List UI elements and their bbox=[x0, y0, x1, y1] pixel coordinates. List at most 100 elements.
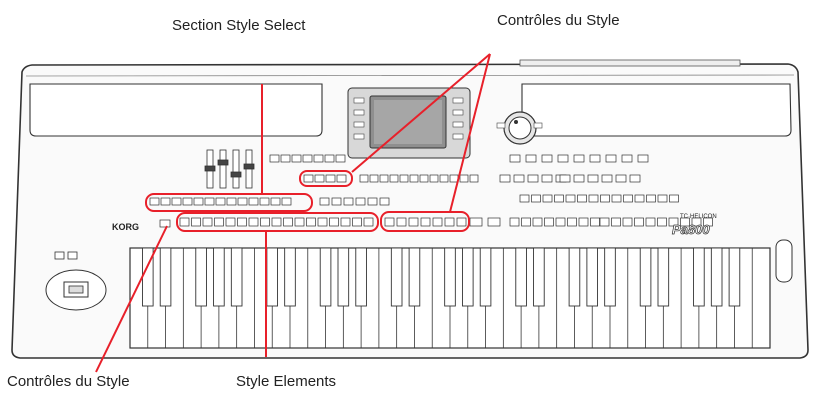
panel-button bbox=[238, 198, 247, 205]
black-key bbox=[285, 248, 296, 306]
panel-button bbox=[500, 175, 510, 182]
panel-button bbox=[526, 155, 536, 162]
panel-button bbox=[344, 198, 353, 205]
black-key bbox=[231, 248, 242, 306]
panel-button bbox=[460, 175, 468, 182]
panel-button bbox=[457, 218, 466, 226]
black-key bbox=[338, 248, 349, 306]
panel-button bbox=[420, 175, 428, 182]
panel-button bbox=[623, 218, 632, 226]
joystick-icon bbox=[46, 270, 106, 310]
panel-button bbox=[304, 175, 313, 182]
black-key bbox=[480, 248, 491, 306]
panel-button bbox=[368, 198, 377, 205]
left-speaker-panel bbox=[30, 84, 322, 136]
panel-button bbox=[421, 218, 430, 226]
black-key bbox=[267, 248, 278, 306]
panel-button bbox=[249, 218, 258, 226]
panel-button bbox=[330, 218, 339, 226]
panel-button bbox=[533, 218, 542, 226]
panel-button bbox=[606, 155, 616, 162]
panel-button bbox=[370, 175, 378, 182]
panel-button bbox=[303, 155, 312, 162]
panel-button bbox=[284, 218, 293, 226]
panel-button bbox=[528, 175, 538, 182]
panel-button bbox=[574, 175, 584, 182]
panel-button bbox=[545, 218, 554, 226]
panel-button bbox=[558, 155, 568, 162]
panel-button bbox=[261, 218, 270, 226]
panel-button bbox=[566, 195, 575, 202]
panel-button bbox=[215, 218, 224, 226]
panel-button bbox=[658, 218, 667, 226]
panel-button bbox=[326, 175, 335, 182]
panel-button bbox=[624, 195, 633, 202]
panel-button bbox=[510, 155, 520, 162]
badge-logo: TC·HELICON bbox=[680, 214, 717, 220]
panel-button bbox=[409, 218, 418, 226]
panel-button bbox=[260, 198, 269, 205]
panel-button bbox=[295, 218, 304, 226]
panel-button bbox=[180, 218, 189, 226]
panel-button bbox=[270, 155, 279, 162]
panel-button bbox=[600, 218, 609, 226]
panel-button bbox=[161, 198, 170, 205]
panel-button bbox=[282, 198, 291, 205]
panel-button bbox=[579, 218, 588, 226]
panel-button bbox=[520, 195, 529, 202]
panel-button bbox=[616, 175, 626, 182]
panel-button bbox=[622, 155, 632, 162]
panel-button bbox=[522, 218, 531, 226]
panel-button bbox=[150, 198, 159, 205]
panel-button bbox=[397, 218, 406, 226]
black-key bbox=[711, 248, 722, 306]
black-key bbox=[516, 248, 527, 306]
panel-button bbox=[440, 175, 448, 182]
panel-button bbox=[532, 195, 541, 202]
panel-button bbox=[385, 218, 394, 226]
panel-button bbox=[325, 155, 334, 162]
panel-button bbox=[670, 195, 679, 202]
panel-button bbox=[578, 195, 587, 202]
panel-button bbox=[470, 175, 478, 182]
black-key bbox=[214, 248, 225, 306]
panel-button bbox=[380, 198, 389, 205]
panel-button bbox=[390, 175, 398, 182]
panel-button bbox=[602, 175, 612, 182]
panel-button bbox=[227, 198, 236, 205]
panel-button bbox=[433, 218, 442, 226]
panel-button bbox=[356, 198, 365, 205]
panel-button bbox=[658, 195, 667, 202]
panel-button bbox=[591, 218, 600, 226]
panel-button bbox=[337, 175, 346, 182]
black-key bbox=[356, 248, 367, 306]
panel-button bbox=[612, 218, 621, 226]
panel-button bbox=[336, 155, 345, 162]
panel-button bbox=[470, 218, 482, 226]
panel-button bbox=[542, 175, 552, 182]
panel-button bbox=[315, 175, 324, 182]
panel-button bbox=[183, 198, 192, 205]
panel-button bbox=[646, 218, 655, 226]
panel-button bbox=[318, 218, 327, 226]
black-key bbox=[409, 248, 420, 306]
panel-button bbox=[292, 155, 301, 162]
panel-button bbox=[445, 218, 454, 226]
panel-button bbox=[341, 218, 350, 226]
black-key bbox=[729, 248, 740, 306]
panel-button bbox=[635, 195, 644, 202]
brand-logo: KORG bbox=[112, 222, 139, 232]
panel-button bbox=[488, 218, 500, 226]
black-key bbox=[569, 248, 580, 306]
panel-button bbox=[450, 175, 458, 182]
panel-button bbox=[307, 218, 316, 226]
right-speaker-panel bbox=[522, 84, 791, 136]
panel-button bbox=[226, 218, 235, 226]
panel-button bbox=[332, 198, 341, 205]
panel-button bbox=[542, 155, 552, 162]
black-key bbox=[587, 248, 598, 306]
panel-button bbox=[271, 198, 280, 205]
model-logo: Pa800 bbox=[672, 222, 710, 237]
panel-button bbox=[160, 220, 170, 227]
